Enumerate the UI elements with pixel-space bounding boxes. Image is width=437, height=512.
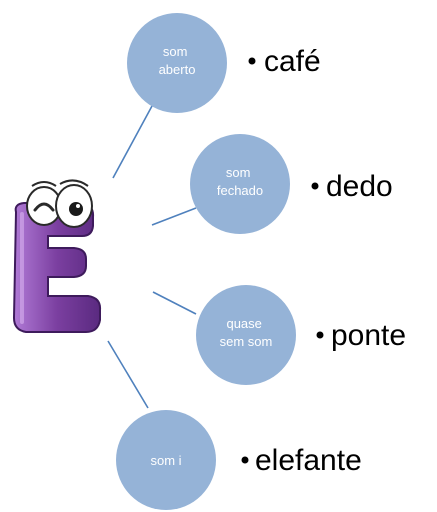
node-label: quase sem som <box>220 316 273 349</box>
bullet-icon <box>311 182 319 190</box>
node-label: som fechado <box>217 165 263 198</box>
bullet-icon <box>248 57 256 65</box>
letter-e-mascot-icon <box>12 179 102 333</box>
connectors <box>107 105 197 409</box>
example-word: elefante <box>255 444 362 477</box>
node-label: som aberto <box>159 44 196 77</box>
node-circle <box>127 13 227 113</box>
node-circle <box>116 410 216 510</box>
connector-3 <box>152 291 197 315</box>
example-word: dedo <box>326 170 393 203</box>
node-som-fechado: som fechado dedo <box>190 134 393 234</box>
node-circle <box>190 134 290 234</box>
node-circle <box>196 285 296 385</box>
connector-2 <box>151 207 197 226</box>
connector-1 <box>112 105 153 179</box>
node-som-aberto: som aberto café <box>127 13 321 113</box>
letter-e-shape <box>12 202 102 333</box>
node-quase-sem-som: quase sem som ponte <box>196 285 406 385</box>
connector-4 <box>107 340 149 409</box>
bullet-icon <box>241 456 249 464</box>
node-som-i: som i elefante <box>116 410 362 510</box>
example-word: ponte <box>331 319 406 352</box>
node-label: som i <box>150 453 181 468</box>
example-word: café <box>264 45 321 78</box>
bullet-icon <box>316 331 324 339</box>
